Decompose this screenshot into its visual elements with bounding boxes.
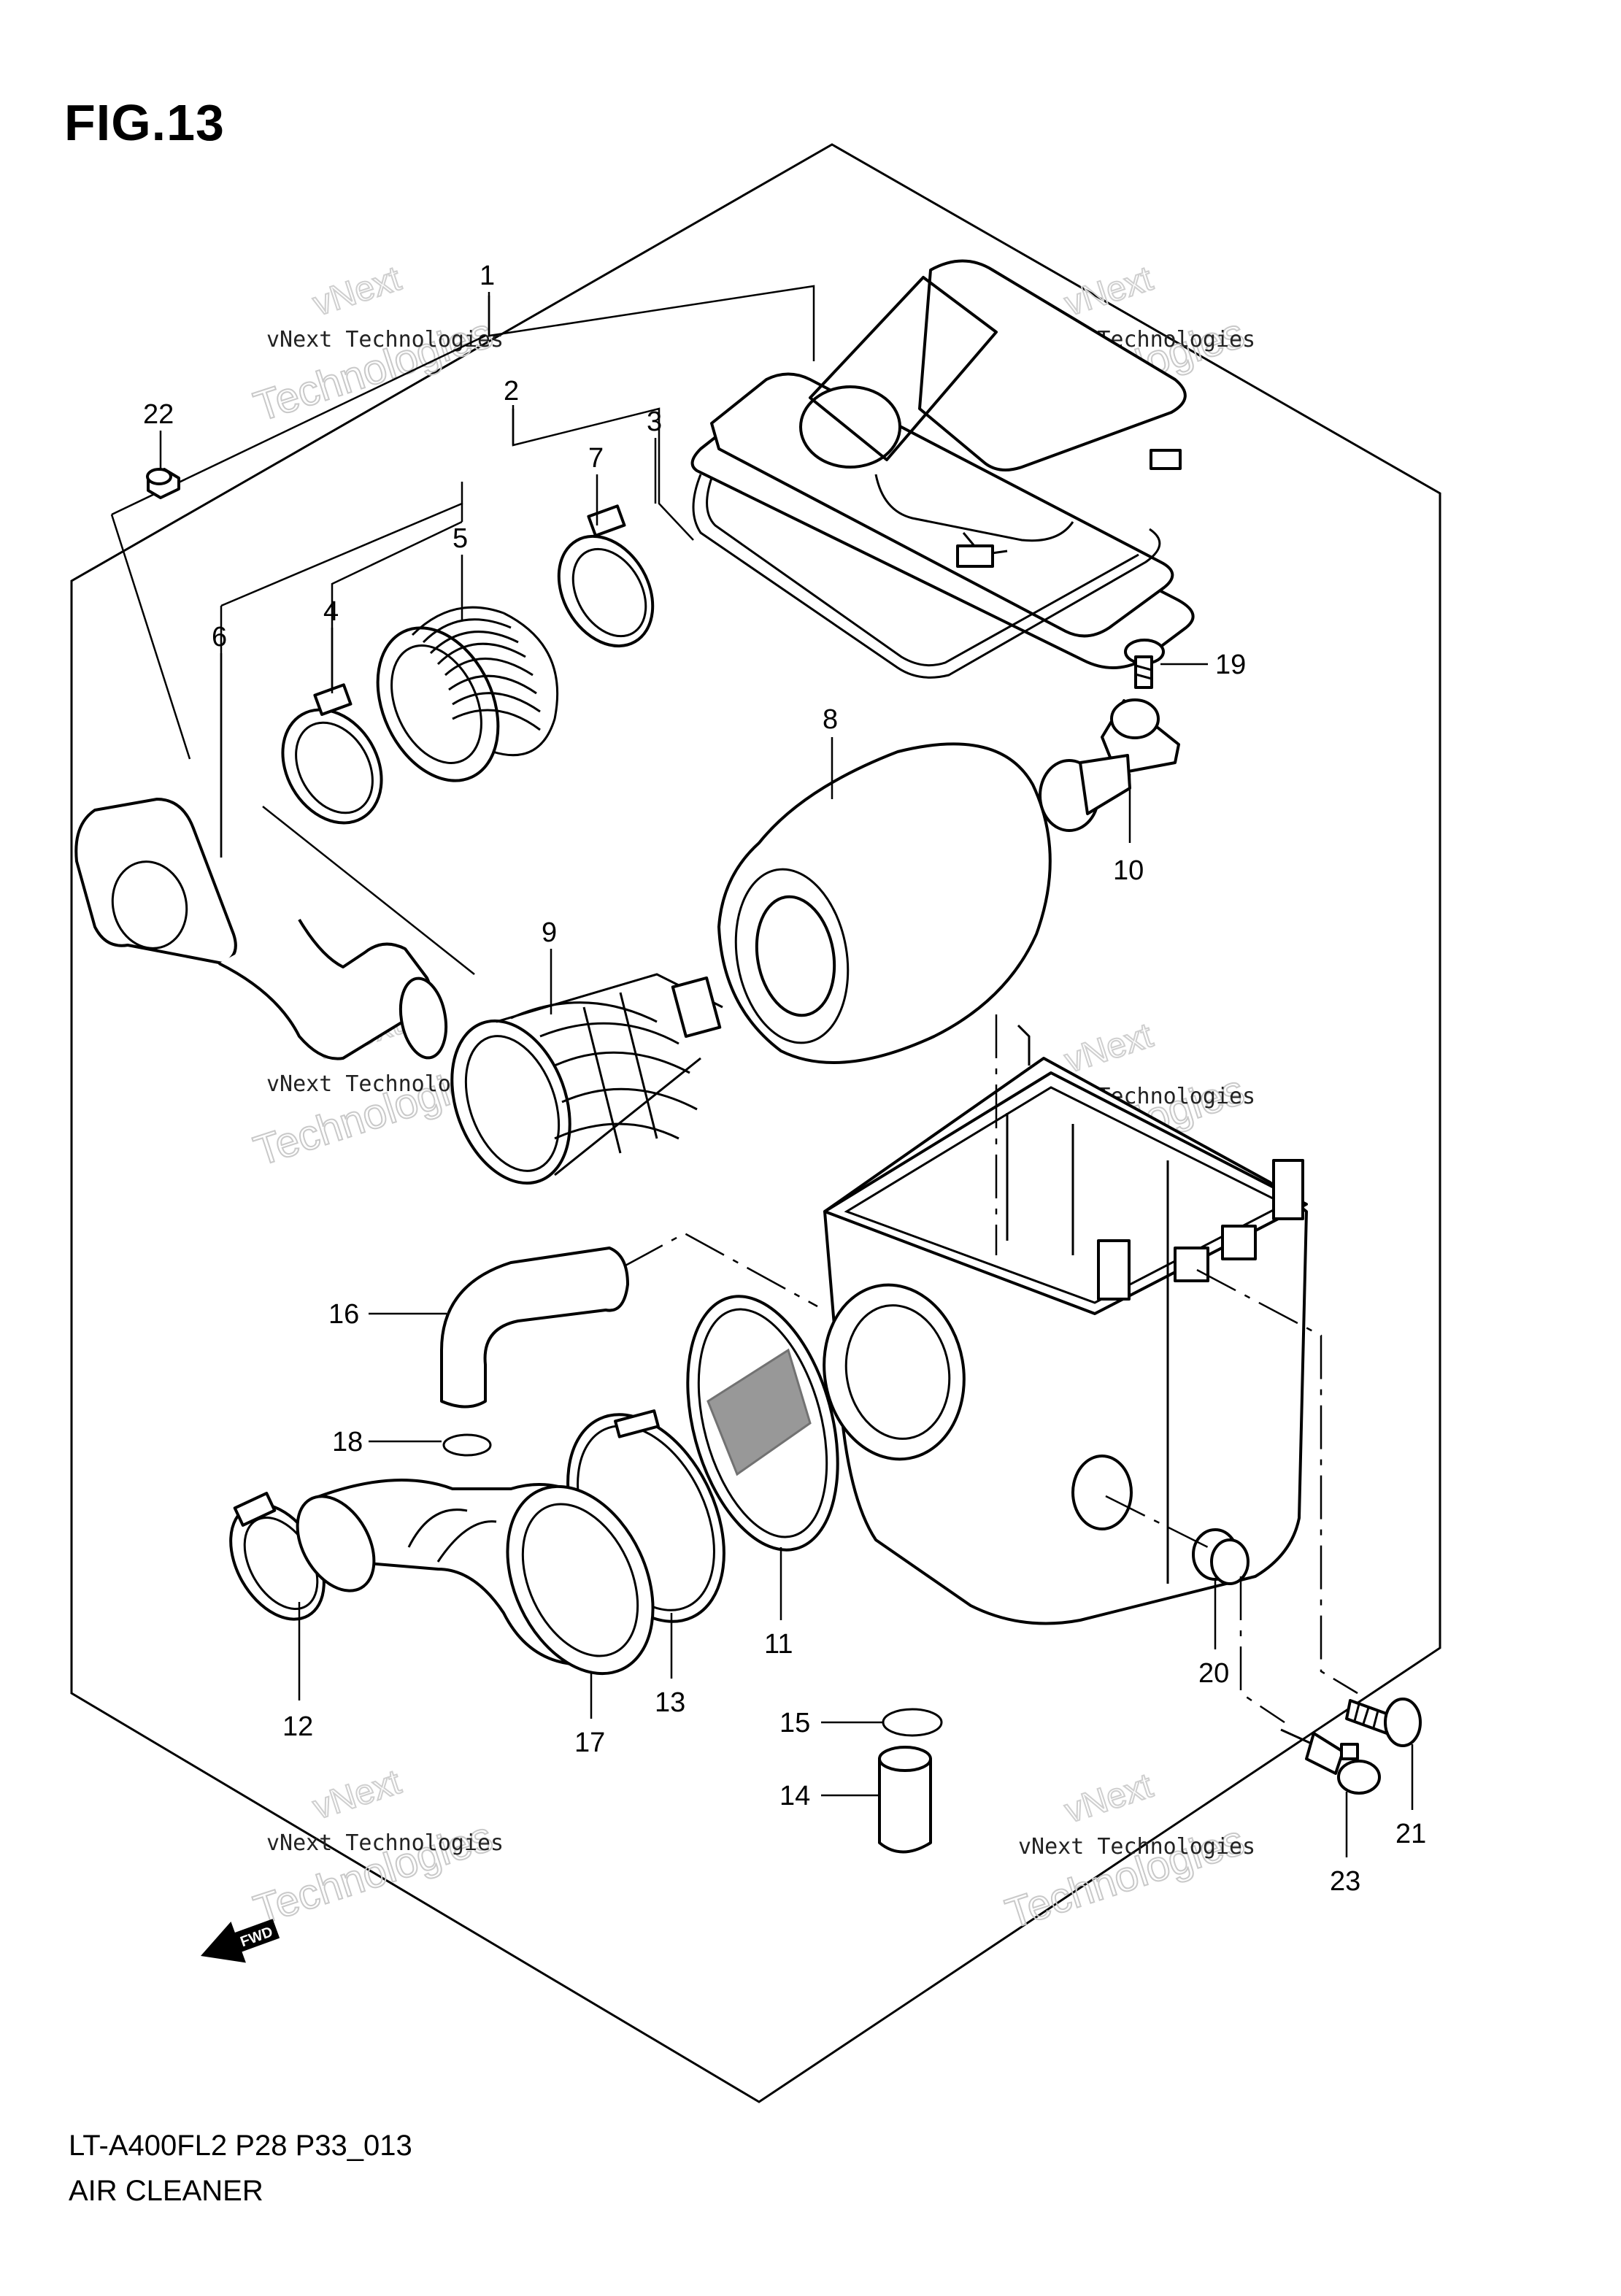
part-2-air-cleaner-case [823,1024,1308,1625]
part-14-drain-tube [878,1746,932,1854]
part-9-filter-cage [450,973,723,1185]
callout-11: 11 [764,1629,793,1660]
part-19-screw [1124,639,1165,689]
assembly-boundary [70,143,1441,2103]
watermark-vnext: vNext [1060,1766,1158,1830]
part-16-hose [440,1247,629,1409]
callout-22: 22 [143,399,174,430]
part-7-clamp [557,504,655,648]
callout-9: 9 [542,917,557,948]
part-17-outlet-duct [309,1479,655,1676]
part-8-filter-element [717,742,1052,1064]
callout-15: 15 [779,1708,810,1738]
part-23-bolt [1280,1728,1381,1795]
part-11-screen [686,1295,839,1552]
figure-title: FIG.13 [64,94,225,151]
callout-20: 20 [1198,1658,1229,1689]
watermark-vnext: vNext [309,1763,406,1827]
callout-14: 14 [779,1781,810,1811]
callout-2: 2 [504,376,519,407]
watermark-vnext: vNext [309,259,406,323]
fwd-arrow-icon: FWD [201,1919,280,1963]
part-15-clip [882,1708,943,1737]
part-12-clamp [229,1492,376,1621]
part-20-grommet [1192,1528,1250,1585]
watermark-vnext: vNext [1060,1016,1158,1080]
part-6-intake-duct [74,798,448,1060]
callout-8: 8 [823,704,838,735]
callout-16: 16 [328,1299,359,1330]
callout-19: 19 [1215,650,1246,680]
part-21-bolt [1345,1698,1422,1747]
part-3-air-cleaner-cap [690,259,1195,679]
callout-7: 7 [588,443,604,474]
callout-3: 3 [647,407,662,437]
callout-12: 12 [282,1711,313,1742]
callout-4: 4 [323,596,339,627]
part-18-clip [442,1433,492,1457]
callout-23: 23 [1330,1866,1360,1897]
watermark-text: vNext Technologies [266,327,504,353]
model-code: LT-A400FL2 P28 P33_013 [69,2130,412,2162]
callout-13: 13 [655,1687,685,1718]
callout-1: 1 [480,261,495,291]
leader-lines [159,292,1414,1857]
figure-caption: AIR CLEANER [69,2175,263,2207]
part-4-clamp [281,683,383,825]
watermark-vnext: vNext [1060,259,1158,323]
callout-18: 18 [332,1427,363,1457]
watermark-text: vNext Technologies [1018,1834,1255,1860]
callout-labels: 1 2 3 4 5 6 7 8 9 10 11 12 13 14 15 16 1… [143,261,1426,1897]
callout-6: 6 [212,622,227,652]
callout-10: 10 [1113,855,1144,886]
part-5-boot [376,606,559,782]
callout-5: 5 [453,523,468,554]
watermark-text: vNext Technologies [266,1830,504,1856]
callout-21: 21 [1395,1819,1426,1849]
part-22-pin [146,468,180,499]
part-10-drain-valve [1039,698,1180,832]
dashed-guides [623,1014,1358,1724]
callout-17: 17 [574,1727,605,1758]
